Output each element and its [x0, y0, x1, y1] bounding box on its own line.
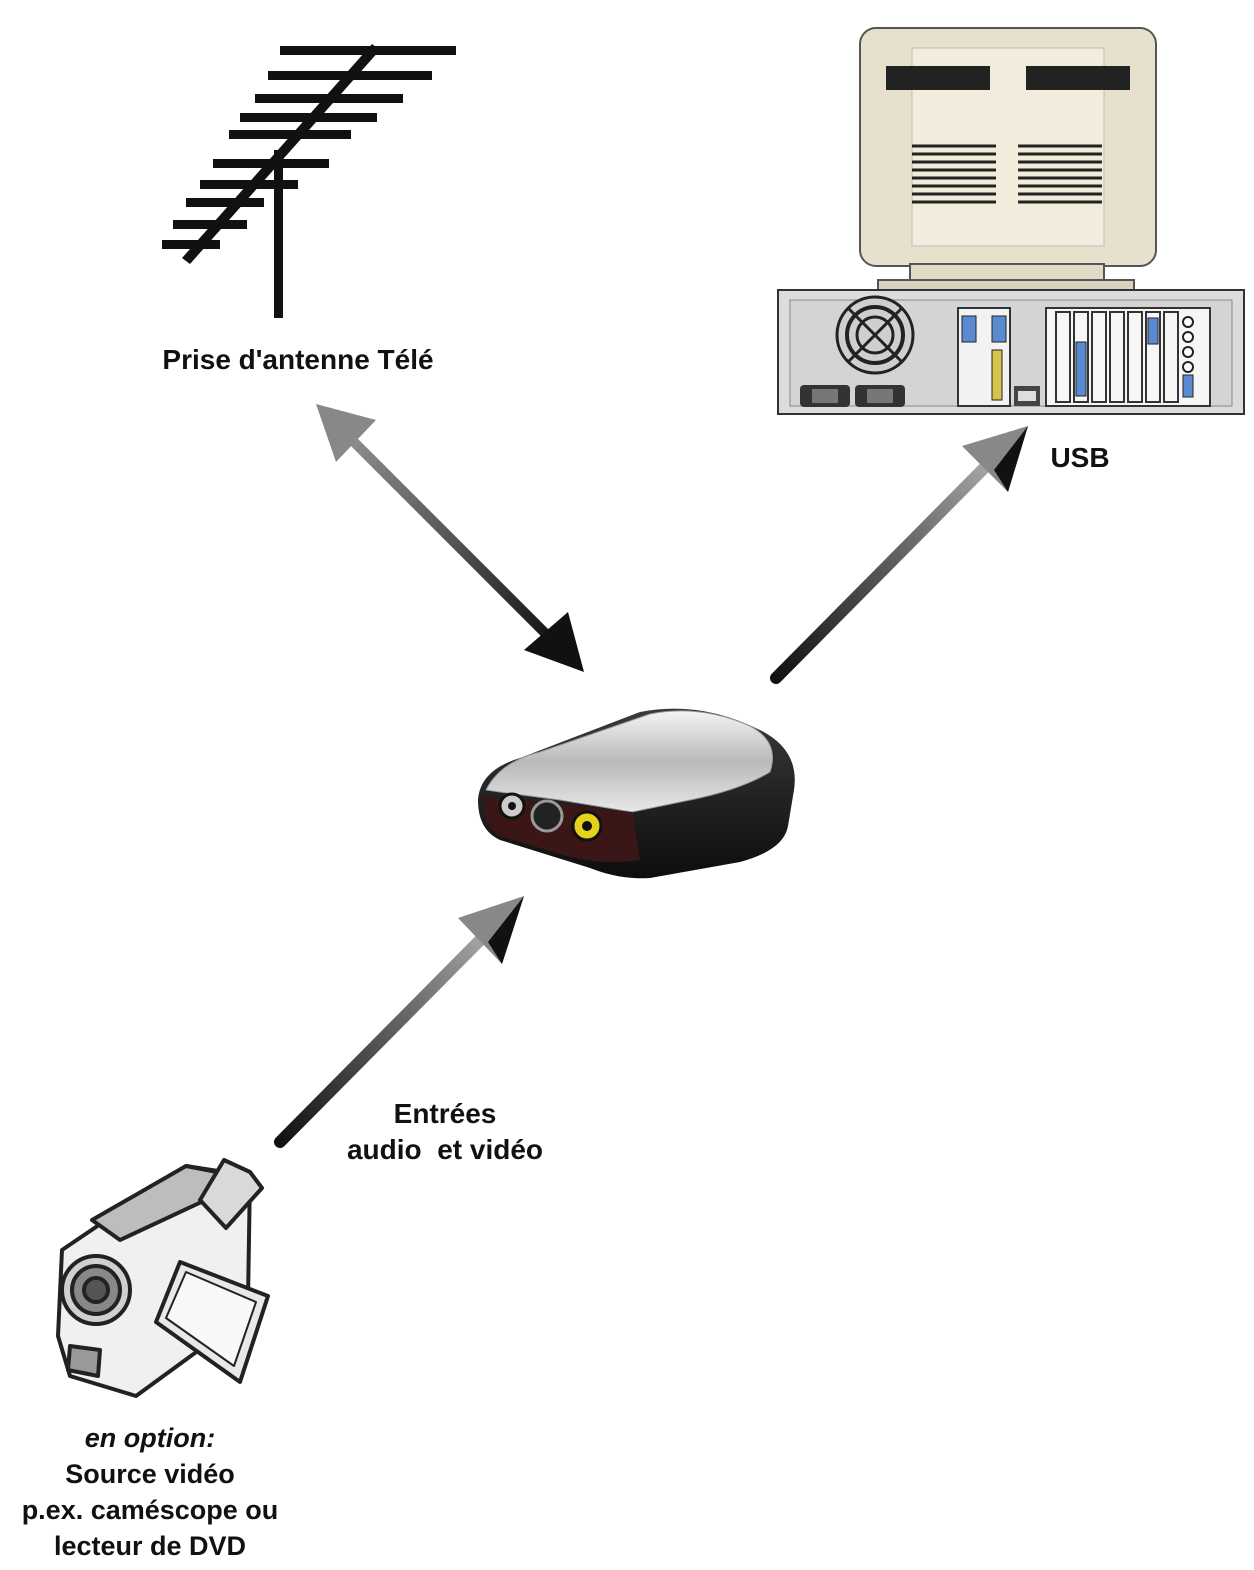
- inputs-label-line1: Entrées: [393, 1098, 497, 1129]
- s-video-jack-icon: [530, 799, 564, 833]
- device-usb-arrow: [770, 426, 1028, 684]
- usb-capture-device-icon: [478, 708, 795, 879]
- fan-icon: [835, 295, 915, 375]
- tv-antenna-icon: [162, 44, 456, 318]
- camcorder-icon: [56, 1158, 270, 1398]
- audio-video-inputs-label: Entrées audio et vidéo: [318, 1096, 572, 1168]
- source-label-line1: Source vidéo: [65, 1459, 235, 1489]
- source-label-line2: p.ex. caméscope ou: [21, 1495, 279, 1525]
- video-source-label: en option: Source vidéo p.ex. caméscope …: [0, 1420, 300, 1564]
- monitor-icon: [859, 27, 1157, 291]
- power-socket-icon: [800, 385, 905, 407]
- antenna-label: Prise d'antenne Télé: [162, 344, 434, 375]
- usb-label: USB: [1050, 442, 1110, 473]
- inputs-label-line2: audio et vidéo: [346, 1134, 544, 1165]
- source-option-label: en option:: [84, 1423, 216, 1453]
- source-label-line3: lecteur de DVD: [53, 1531, 247, 1561]
- computer-icon: [777, 27, 1245, 415]
- antenna-device-arrow: [316, 404, 584, 672]
- camcorder-device-arrow: [274, 896, 524, 1148]
- pc-case-rear-icon: [777, 289, 1245, 415]
